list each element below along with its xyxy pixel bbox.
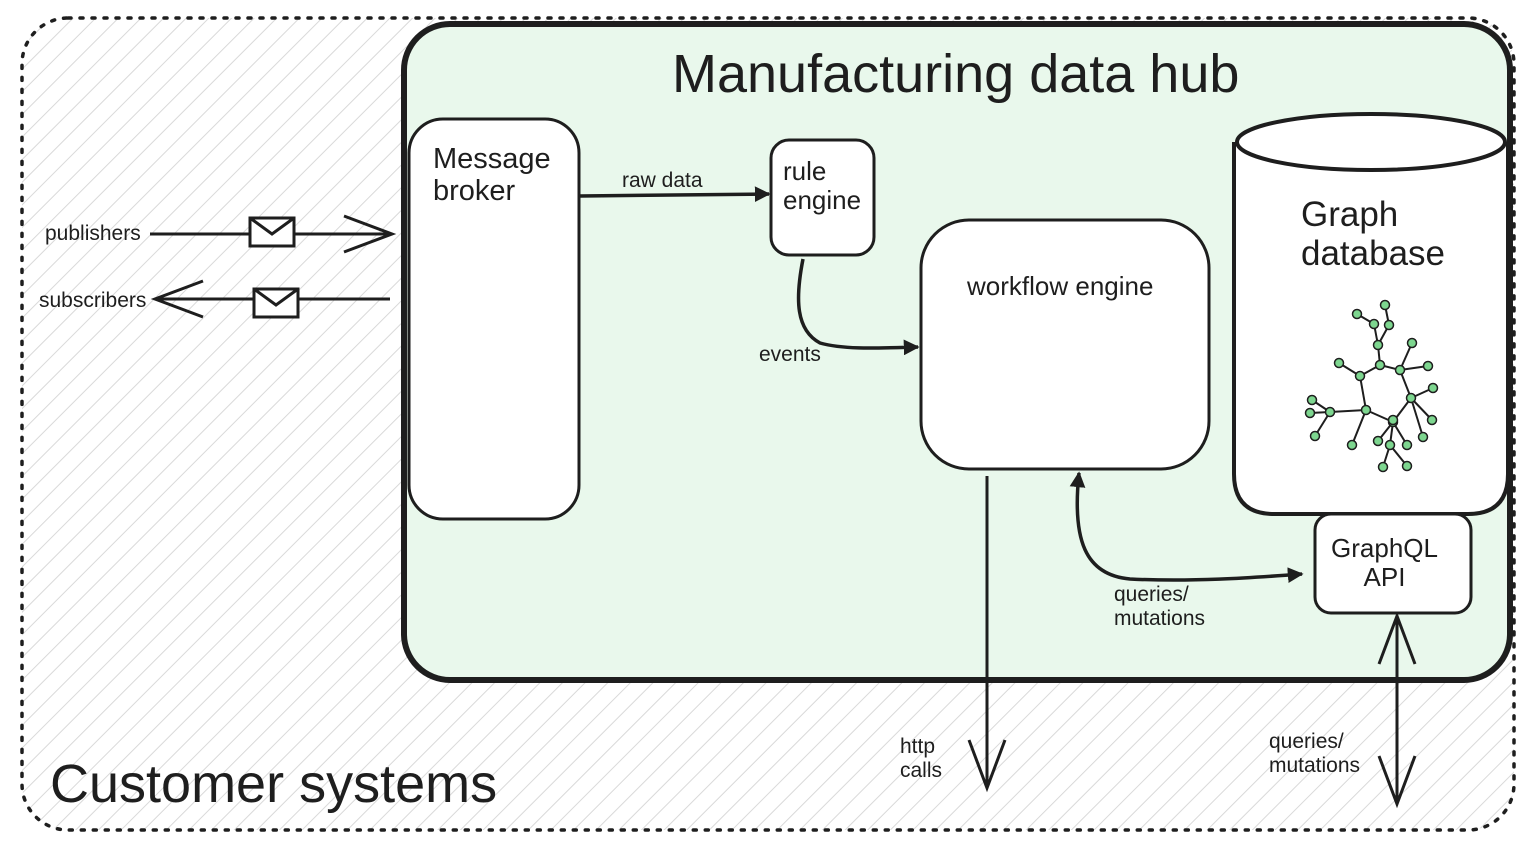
queries-mutations-internal-arrow xyxy=(1069,471,1304,583)
graph-node xyxy=(1379,299,1391,311)
message-broker-label: Message broker xyxy=(433,143,551,208)
envelope-icon xyxy=(248,216,296,248)
graph-node xyxy=(1360,404,1372,416)
graph-node xyxy=(1401,460,1413,472)
workflow-engine-box[interactable] xyxy=(919,218,1211,471)
graph-node xyxy=(1374,359,1386,371)
graph-node xyxy=(1394,364,1406,376)
graph-database-cylinder[interactable] xyxy=(1232,112,1510,516)
graph-edge xyxy=(1329,409,1367,413)
graph-node xyxy=(1405,392,1417,404)
queries-mutations-internal-label: queries/ mutations xyxy=(1114,583,1206,630)
http-calls-label: http calls xyxy=(900,735,943,782)
graphql-api-label: GraphQL API xyxy=(1331,533,1438,593)
graph-database-label: Graph database xyxy=(1301,195,1446,274)
rule-engine-label: rule engine xyxy=(783,156,862,216)
graph-node xyxy=(1401,439,1413,451)
workflow-engine-label: workflow engine xyxy=(967,271,1154,301)
graph-node xyxy=(1372,435,1384,447)
graph-node xyxy=(1383,319,1395,331)
graph-node xyxy=(1324,406,1336,418)
events-arrow xyxy=(796,258,920,356)
raw-data-label: raw data xyxy=(622,169,703,192)
message-broker-box[interactable] xyxy=(407,117,581,521)
graph-edge xyxy=(1351,409,1367,446)
graph-network-icon xyxy=(1304,299,1439,473)
http-calls-arrow xyxy=(967,476,1007,793)
graph-node xyxy=(1304,407,1316,419)
events-label: events xyxy=(759,343,821,366)
graph-node xyxy=(1422,360,1434,372)
graph-node xyxy=(1346,439,1358,451)
customer-systems-label: Customer systems xyxy=(50,754,498,814)
graph-edge xyxy=(1410,397,1424,438)
graph-node xyxy=(1417,431,1429,443)
graph-node xyxy=(1387,414,1399,426)
queries-mutations-external-arrow xyxy=(1377,611,1417,809)
graph-node xyxy=(1351,308,1363,320)
envelope-icon xyxy=(252,287,300,319)
graph-node xyxy=(1426,414,1438,426)
graph-node xyxy=(1427,382,1439,394)
graph-node xyxy=(1384,439,1396,451)
graph-node xyxy=(1309,430,1321,442)
graph-node xyxy=(1372,339,1384,351)
graph-node xyxy=(1406,337,1418,349)
subscribers-label: subscribers xyxy=(39,289,147,312)
graph-node xyxy=(1354,370,1366,382)
graph-node xyxy=(1306,394,1318,406)
rule-engine-box[interactable] xyxy=(769,138,876,257)
raw-data-arrow xyxy=(579,186,771,203)
graph-node xyxy=(1368,318,1380,330)
publishers-label: publishers xyxy=(45,222,141,245)
hub-title: Manufacturing data hub xyxy=(672,44,1240,104)
graph-edge xyxy=(1359,375,1367,411)
queries-mutations-external-label: queries/ mutations xyxy=(1269,730,1361,777)
graphql-api-box[interactable] xyxy=(1313,512,1473,615)
graph-node xyxy=(1333,357,1345,369)
graph-node xyxy=(1377,461,1389,473)
